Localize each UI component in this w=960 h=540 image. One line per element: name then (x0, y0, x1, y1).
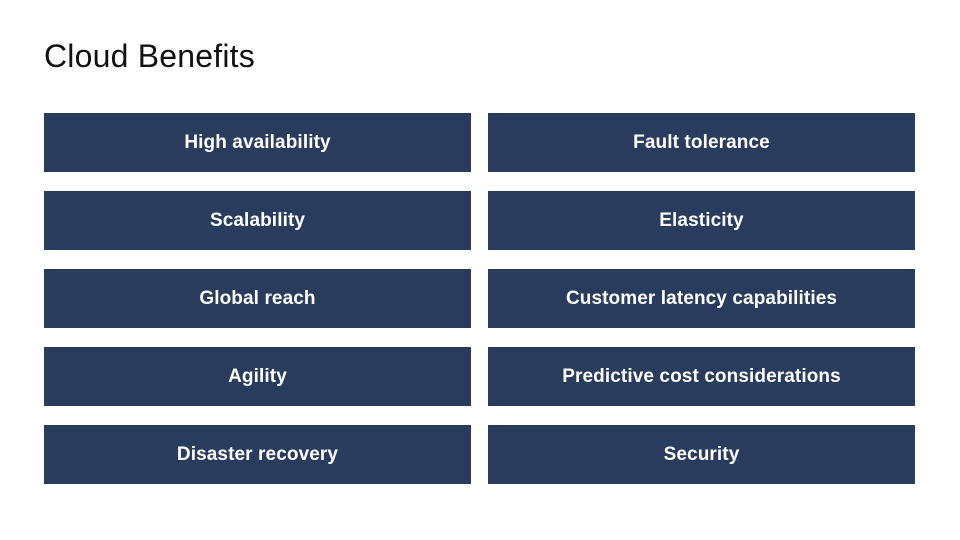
benefit-card-fault-tolerance[interactable]: Fault tolerance (488, 113, 915, 172)
benefit-card-high-availability[interactable]: High availability (44, 113, 471, 172)
benefit-label: Agility (228, 365, 287, 387)
benefit-label: Security (663, 443, 740, 465)
benefit-card-agility[interactable]: Agility (44, 347, 471, 406)
benefit-label: Customer latency capabilities (565, 287, 838, 309)
benefit-card-global-reach[interactable]: Global reach (44, 269, 471, 328)
benefit-label: Elasticity (659, 209, 744, 231)
benefit-label: Scalability (209, 209, 306, 231)
benefits-grid: High availability Fault tolerance Scalab… (44, 113, 915, 484)
benefit-card-elasticity[interactable]: Elasticity (488, 191, 915, 250)
benefit-card-scalability[interactable]: Scalability (44, 191, 471, 250)
benefit-label: High availability (184, 131, 331, 153)
page-title: Cloud Benefits (44, 38, 255, 74)
benefit-card-disaster-recovery[interactable]: Disaster recovery (44, 425, 471, 484)
benefit-card-security[interactable]: Security (488, 425, 915, 484)
benefit-card-customer-latency-capabilities[interactable]: Customer latency capabilities (488, 269, 915, 328)
benefit-card-predictive-cost-considerations[interactable]: Predictive cost considerations (488, 347, 915, 406)
benefit-label: Global reach (199, 287, 316, 309)
benefit-label: Fault tolerance (633, 131, 770, 153)
benefit-label: Disaster recovery (176, 443, 339, 465)
benefit-label: Predictive cost considerations (562, 365, 841, 387)
